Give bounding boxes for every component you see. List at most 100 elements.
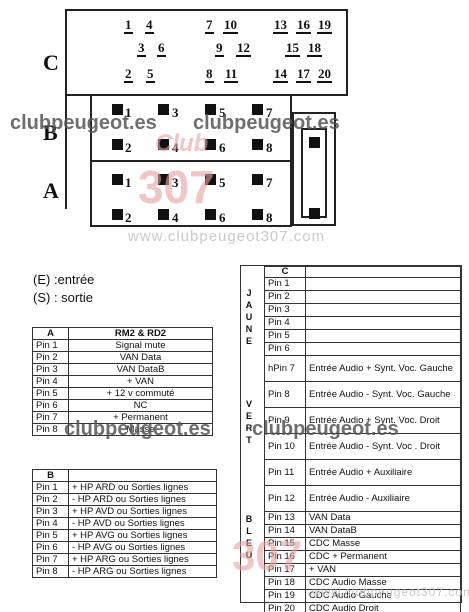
c-pin-7: 7 [205, 17, 214, 34]
table-row: Pin 7+ HP ARG ou Sorties lignes [32, 553, 217, 566]
c-pin-17: 17 [296, 66, 311, 83]
table-cell-pin: Pin 8 [32, 423, 69, 436]
table-cell-function [305, 290, 461, 304]
c-pin-19: 19 [317, 17, 332, 34]
pin-square [112, 104, 123, 115]
a-pin-5: 5 [219, 175, 226, 190]
table-cell-function: Masse [68, 423, 213, 436]
c-pin-4: 4 [145, 17, 154, 34]
pin-square [112, 174, 123, 185]
table-c-header-right [305, 266, 461, 278]
table-cell-function [305, 316, 461, 330]
watermark-url: www.clubpeugeot307.com [128, 228, 326, 245]
side-letter: L [246, 526, 252, 536]
table-cell-function: CDC Masse [305, 537, 461, 551]
pin-square [309, 208, 320, 219]
c-pin-6: 6 [157, 40, 166, 57]
side-letter: E [245, 538, 252, 548]
connector-side-box [292, 112, 336, 226]
table-cell-function: + HP ARG ou Sorties lignes [68, 553, 217, 566]
connector-left-step [65, 94, 92, 209]
table-row: Pin 1 [264, 277, 461, 291]
a-pin-1: 1 [125, 175, 132, 190]
side-letter: E [245, 336, 252, 346]
watermark-logo-club: Club [155, 130, 209, 157]
row-letter-b: B [43, 120, 58, 145]
side-letter: R [245, 423, 253, 433]
watermark-url: www.clubpeugeot307.com [312, 585, 469, 599]
table-row: Pin 4 [264, 316, 461, 330]
table-cell-pin: Pin 5 [264, 329, 306, 343]
row-letter-c: C [43, 50, 59, 75]
table-cell-pin: Pin 3 [264, 303, 306, 317]
pin-square [205, 139, 216, 150]
table-cell-function: - HP ARG ou Sorties lignes [68, 565, 217, 578]
c-pin-16: 16 [296, 17, 311, 34]
pin-square [205, 174, 216, 185]
c-pin-11: 11 [224, 66, 239, 83]
table-cell-function: - HP ARD ou Sorties lignes [68, 493, 217, 506]
table-row: Pin 4- HP AVD ou Sorties lignes [32, 517, 217, 530]
c-pin-10: 10 [223, 17, 238, 34]
pin-square [252, 139, 263, 150]
b-pin-1: 1 [125, 105, 132, 120]
table-header: A RM2 & RD2 [32, 327, 213, 340]
table-cell-function [305, 277, 461, 291]
table-cell-function: + VAN [305, 563, 461, 577]
pin-square [158, 209, 169, 220]
table-cell-function: + HP AVD ou Sorties lignes [68, 505, 217, 518]
table-cell-pin: Pin 4 [32, 375, 69, 388]
table-cell-pin: Pin 13 [264, 511, 306, 525]
table-row: Pin 6 [264, 342, 461, 356]
table-row: Pin 5 [264, 329, 461, 343]
table-cell-function: + HP AVG ou Sorties lignes [68, 529, 217, 542]
table-cell-pin: Pin 19 [264, 589, 306, 603]
b-pin-4: 4 [172, 140, 179, 155]
table-row: Pin 8- HP ARG ou Sorties lignes [32, 565, 217, 578]
table-cell-pin: Pin 2 [32, 493, 69, 506]
table-cell-pin: Pin 6 [32, 541, 69, 554]
table-c-header-left: C [264, 266, 306, 278]
table-cell-function [305, 342, 461, 356]
a-pin-2: 2 [125, 210, 132, 225]
table-cell-function: Entrée Audio + Synt. Voc. Droit [305, 407, 461, 434]
c-pin-5: 5 [146, 66, 155, 83]
table-row: Pin 4+ VAN [32, 375, 213, 388]
table-cell-function [305, 329, 461, 343]
table-b-header-right [68, 469, 217, 482]
c-pin-20: 20 [317, 66, 332, 83]
a-pin-6: 6 [219, 210, 226, 225]
pin-square [252, 104, 263, 115]
side-letter: J [246, 288, 252, 298]
table-cell-function: CDC Audio Droit [305, 602, 461, 612]
side-letter: U [245, 312, 253, 322]
table-cell-function: Entrée Audio + Auxiliaire [305, 459, 461, 486]
pin-square [205, 104, 216, 115]
c-pin-3: 3 [137, 40, 146, 57]
c-pin-9: 9 [215, 40, 224, 57]
table-a-header-left: A [32, 327, 69, 340]
side-letter: E [245, 411, 252, 421]
table-row: Pin 5+ HP AVG ou Sorties lignes [32, 529, 217, 542]
a-pin-3: 3 [172, 175, 179, 190]
table-cell-pin: Pin 3 [32, 363, 69, 376]
table-cell-pin: Pin 11 [264, 459, 306, 486]
side-letter: B [245, 514, 253, 524]
table-row: Pin 5+ 12 v commuté [32, 387, 213, 400]
pin-square [158, 139, 169, 150]
c-pin-12: 12 [236, 40, 251, 57]
table-cell-function: Entrée Audio - Synt. Voc . Droit [305, 433, 461, 460]
side-letter: V [245, 399, 252, 409]
table-cell-pin: Pin 1 [32, 339, 69, 352]
c-pin-13: 13 [273, 17, 288, 34]
